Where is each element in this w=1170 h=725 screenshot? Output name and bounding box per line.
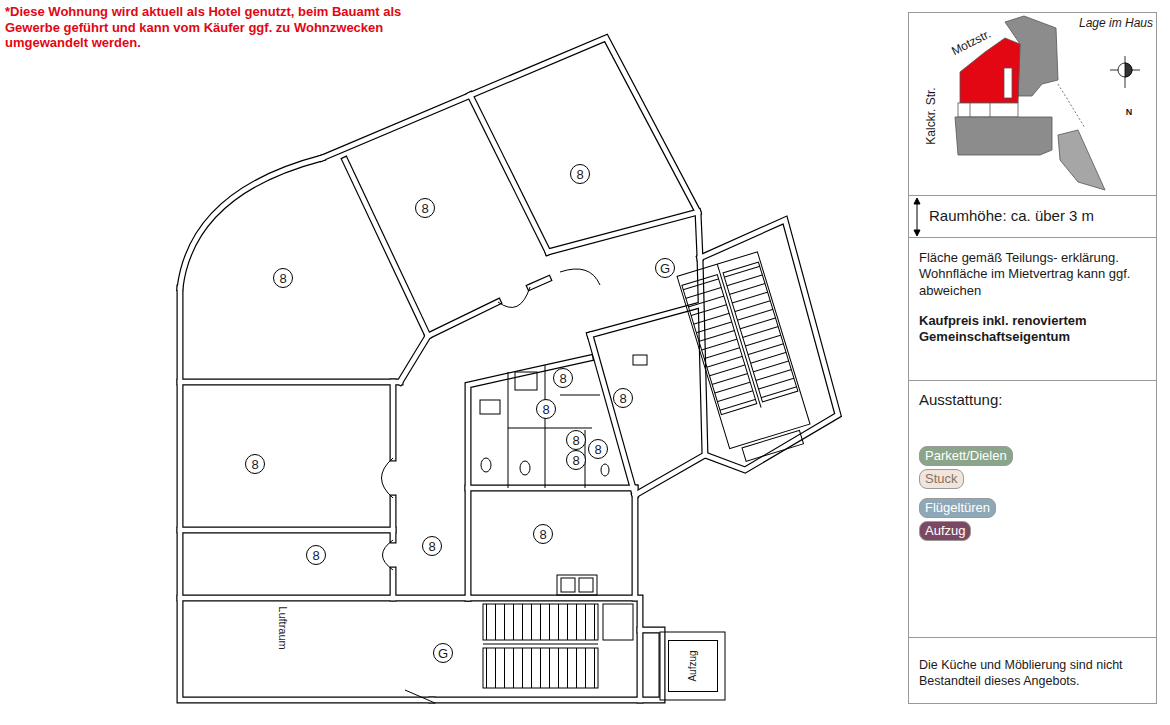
ceiling-panel: Raumhöhe: ca. über 3 m bbox=[908, 195, 1157, 238]
room-number-circle: 8 bbox=[533, 524, 553, 544]
disclaimer: Die Küche und Möblierung sind nicht Best… bbox=[919, 658, 1146, 689]
elevator-label: Aufzug bbox=[688, 650, 698, 681]
room-number-circle: 8 bbox=[422, 536, 442, 556]
legend-text: Flügeltüren bbox=[925, 500, 990, 515]
area-note: Fläche gemäß Teilungs- erklärung. Wohnfl… bbox=[919, 250, 1144, 299]
disclaimer-panel: Die Küche und Möblierung sind nicht Best… bbox=[908, 637, 1157, 704]
elevator-box: Aufzug bbox=[668, 640, 718, 692]
room-number-circle: 8 bbox=[273, 268, 293, 288]
legend-swatch: Flügeltüren bbox=[919, 498, 996, 518]
street-name: Motzstr. bbox=[949, 27, 993, 59]
room-number: 8 bbox=[312, 549, 319, 562]
room-number: 8 bbox=[572, 434, 579, 447]
legend-text: Stuck bbox=[925, 471, 958, 486]
price-note: Kaufpreis inkl. renoviertem Gemeinschaft… bbox=[919, 313, 1144, 346]
stair-marker-circle: G bbox=[655, 258, 675, 278]
room-number-circle: 8 bbox=[566, 430, 586, 450]
room-number: 8 bbox=[619, 392, 626, 405]
street-name: Kalckr. Str. bbox=[924, 87, 939, 144]
hotel-use-note: *Diese Wohnung wird aktuell als Hotel ge… bbox=[5, 4, 445, 51]
legend-text: Parkett/Dielen bbox=[925, 448, 1007, 463]
room-number: 8 bbox=[539, 528, 546, 541]
room-number: 8 bbox=[559, 372, 566, 385]
location-panel: Lage im HausMotzstr. Kalckr. Str. N bbox=[908, 12, 1157, 196]
north-letter: N bbox=[1126, 107, 1133, 118]
room-number: 8 bbox=[542, 403, 549, 416]
room-number-circle: 8 bbox=[588, 439, 608, 459]
room-number: 8 bbox=[572, 454, 579, 467]
room-number-circle: 8 bbox=[570, 164, 590, 184]
room-number: 8 bbox=[251, 458, 258, 471]
room-number-circle: 8 bbox=[566, 450, 586, 470]
room-label: Luftraum bbox=[277, 606, 289, 649]
legend-swatch: Stuck bbox=[919, 469, 964, 489]
features-panel: Ausstattung: Parkett/DielenStuckFlügeltür… bbox=[908, 380, 1157, 638]
room-number-circle: 8 bbox=[245, 454, 265, 474]
stair-marker: G bbox=[438, 647, 448, 660]
legend-text: Aufzug bbox=[925, 523, 965, 538]
features-heading: Ausstattung: bbox=[919, 391, 1146, 410]
legend-swatch: Aufzug bbox=[919, 521, 971, 541]
room-number-circle: 8 bbox=[553, 368, 573, 388]
room-number: 8 bbox=[576, 168, 583, 181]
stair-marker: G bbox=[660, 262, 670, 275]
room-number-circle: 8 bbox=[613, 388, 633, 408]
room-number: 8 bbox=[279, 272, 286, 285]
room-number-circle: 8 bbox=[415, 198, 435, 218]
stair-marker-circle: G bbox=[433, 643, 453, 663]
room-number: 8 bbox=[421, 202, 428, 215]
room-number-circle: 8 bbox=[536, 399, 556, 419]
room-number: 8 bbox=[594, 443, 601, 456]
area-panel: Fläche gemäß Teilungs- erklärung. Wohnfl… bbox=[908, 237, 1157, 381]
location-heading: Lage im Haus bbox=[1079, 16, 1153, 31]
legend-swatch: Parkett/Dielen bbox=[919, 446, 1013, 466]
room-number-circle: 8 bbox=[306, 545, 326, 565]
room-number: 8 bbox=[428, 540, 435, 553]
ceiling-height: Raumhöhe: ca. über 3 m bbox=[929, 207, 1146, 226]
